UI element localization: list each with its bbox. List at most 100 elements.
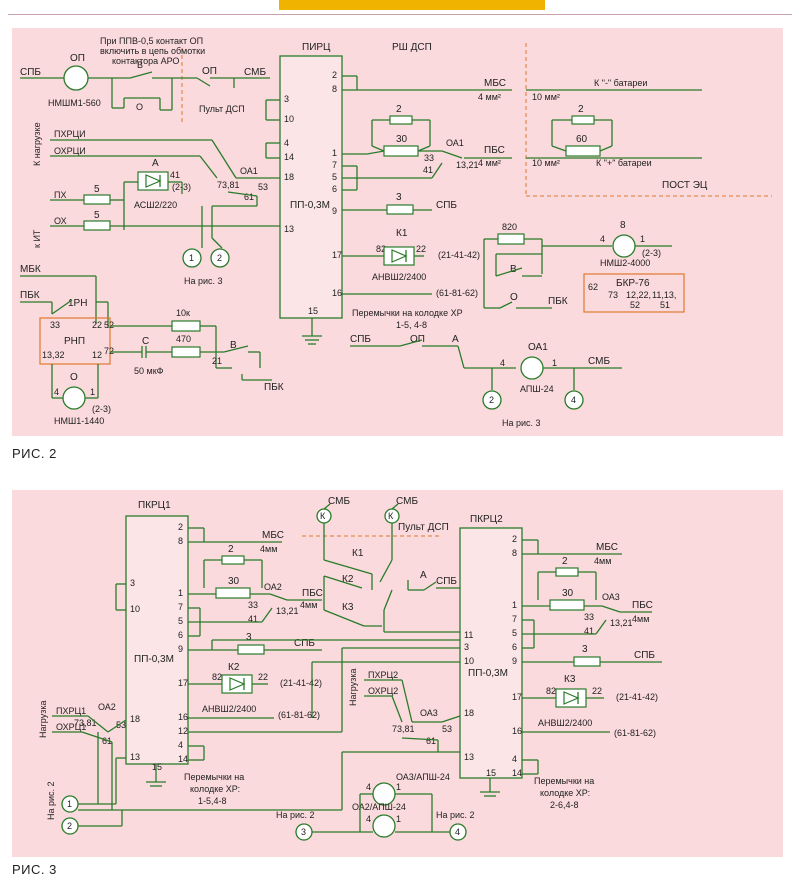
contact-label: 41 (423, 165, 433, 175)
label-oa1: ОА1 (446, 138, 464, 148)
label-oa1: ОА1 (528, 342, 548, 353)
pin-label: 4 (284, 138, 289, 148)
pin-label: 10 (284, 114, 294, 124)
contact-label: 4 (366, 814, 371, 824)
contact-label: 61 (426, 736, 436, 746)
label-jumpers: 2-6,4-8 (550, 800, 579, 810)
label-mm4: 4мм (300, 600, 317, 610)
connector-4 (449, 823, 467, 841)
contact-label: 13,21 (610, 618, 633, 628)
label-battery-plus: К "+" батареи (596, 158, 652, 168)
label-nmsh2: НМШ2-4000 (600, 258, 650, 268)
resistor-2 (221, 555, 245, 565)
resistor-5 (83, 194, 111, 205)
contact-label: (2-3) (642, 248, 661, 258)
relay-coil-oa1 (520, 356, 544, 380)
label-b: В (230, 340, 237, 351)
pin-label: 15 (308, 306, 318, 316)
pin-label: 17 (178, 678, 188, 688)
label-o: О (70, 372, 78, 383)
contact-label: 53 (258, 182, 268, 192)
resistor-value: 3 (396, 192, 402, 203)
contact-label: 52 (104, 320, 114, 330)
label-pkhrc1: ПХРЦ1 (56, 706, 86, 716)
contact-label: (21-41-42) (616, 692, 658, 702)
connector-2 (482, 390, 502, 410)
resistor-value: 470 (176, 334, 191, 344)
label-spb: СПБ (20, 67, 41, 78)
relay-pkrc1-body (125, 515, 189, 765)
connector-label: 4 (455, 827, 460, 837)
pin-label: 18 (130, 714, 140, 724)
relay-coil-oa2 (372, 814, 396, 838)
connector-label: 2 (217, 253, 222, 263)
resistor-2b (571, 115, 595, 125)
pin-label: 1 (332, 148, 337, 158)
pin-label: 10 (130, 604, 140, 614)
label-rsh-dsp: РШ ДСП (392, 42, 432, 53)
resistor-30 (215, 587, 251, 599)
connector-2 (210, 248, 230, 268)
contact-label: 1 (396, 782, 401, 792)
figure-3-panel: ПКРЦ1 ПП-0,3М 2 8 3 10 1 7 5 6 9 17 16 1… (12, 490, 783, 857)
label-jumpers: колодке ХР: (540, 788, 590, 798)
pin-label: 9 (332, 206, 337, 216)
pin-label: 3 (130, 578, 135, 588)
pin-label: 8 (512, 548, 517, 558)
label-anvsh: АНВШ2/2400 (538, 718, 592, 728)
label-jumpers: 1-5,4-8 (198, 796, 227, 806)
pin-label: 13 (464, 752, 474, 762)
relay-type: ПП-0,3М (290, 200, 330, 211)
resistor-value: 3 (582, 644, 588, 655)
pin-label: 1 (512, 600, 517, 610)
resistor-value: 60 (576, 134, 588, 145)
label-pult: Пульт ДСП (199, 104, 245, 114)
connector-label: 2 (489, 395, 494, 405)
pin-label: 8 (178, 536, 183, 546)
contact-label: 82 (212, 672, 222, 682)
resistor-30 (383, 145, 419, 157)
figure-2-schematic: При ППВ-0,5 контакт ОП включить в цепь о… (20, 36, 772, 428)
label-pbs: ПБС (484, 145, 505, 156)
contact-label: 22 (416, 244, 426, 254)
pin-label: 4 (512, 754, 517, 764)
contact-label: 22 (592, 686, 602, 696)
figure-2-panel: При ППВ-0,5 контакт ОП включить в цепь о… (12, 28, 783, 436)
pin-label: 10 (464, 656, 474, 666)
resistor-value: 3 (246, 632, 252, 643)
label-jumpers: Перемычки на колодке ХР (352, 308, 463, 318)
label-a: А (152, 158, 159, 169)
label-anvsh: АНВШ2/2400 (202, 704, 256, 714)
label-k-load: К нагрузке (32, 122, 42, 166)
relay-coil-op (63, 65, 89, 91)
connector-4 (564, 390, 584, 410)
label-mm4: 4 мм² (478, 158, 501, 168)
relay-coil-o (62, 386, 86, 410)
resistor-value: 2 (578, 104, 584, 115)
label-smb: СМБ (396, 496, 418, 507)
note-text: контактора АРО (112, 56, 179, 66)
pin-label: 4 (178, 740, 183, 750)
label-smb: СМБ (328, 496, 350, 507)
contact-label: 4 (54, 387, 59, 397)
pin-label: 5 (332, 172, 337, 182)
resistor-3 (386, 204, 414, 215)
label-mm10: 10 мм² (532, 158, 560, 168)
contact-label: 1 (640, 234, 645, 244)
relay-pkrc2-body (459, 527, 523, 779)
label-mbs: МБС (596, 542, 618, 553)
label-spb: СПБ (634, 650, 655, 661)
contact-label: 8 (620, 220, 626, 231)
contact-label: 73,81 (74, 718, 97, 728)
pin-label: 14 (284, 152, 294, 162)
label-spb: СПБ (350, 334, 371, 345)
pin-label: 3 (284, 94, 289, 104)
relay-bkr-box (583, 273, 685, 313)
relay-type: ПП-0,3М (468, 668, 508, 679)
label-mm10: 10 мм² (532, 92, 560, 102)
contact-label: 13,21 (276, 606, 299, 616)
contact-label: 13,32 (42, 350, 65, 360)
label-okhrc1: ОХРЦ1 (56, 722, 86, 732)
label-k2: К2 (342, 574, 354, 585)
contact-label: 62 (588, 282, 598, 292)
